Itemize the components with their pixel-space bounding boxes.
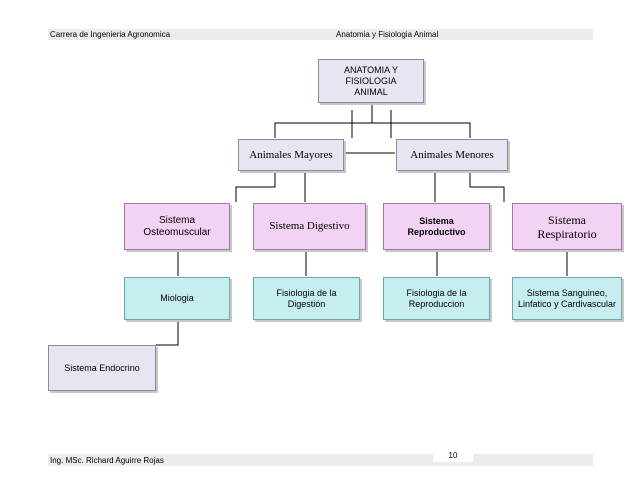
header-left: Carrera de Ingenieria Agronomica bbox=[50, 30, 171, 39]
page-header: Carrera de Ingenieria Agronomica Anatomi… bbox=[48, 29, 593, 40]
node-sistema-osteomuscular: Sistema Osteomuscular bbox=[124, 203, 230, 250]
connector-root-menores bbox=[371, 103, 471, 138]
node-sistema-endocrino: Sistema Endocrino bbox=[48, 345, 156, 391]
connector-menores-respiratorio bbox=[469, 171, 505, 202]
node-miologia: Miologia bbox=[124, 277, 230, 320]
page-number: 10 bbox=[433, 450, 473, 462]
node-anatomia-fisiologia: ANATOMIA Y FISIOLOGIA ANIMAL bbox=[318, 59, 424, 103]
footer-author: Ing. MSc. Richard Aguirre Rojas bbox=[50, 456, 164, 465]
page-footer: Ing. MSc. Richard Aguirre Rojas 10 bbox=[48, 450, 593, 466]
node-fisiologia-reproduccion: Fisiologia de la Reproduccion bbox=[383, 277, 490, 320]
header-right: Anatomia y Fisiologia Animal bbox=[336, 30, 439, 39]
connector-miologia-endocrino bbox=[156, 320, 179, 346]
connector-mayores-osteo bbox=[235, 171, 276, 202]
node-fisiologia-digestion: Fisiologia de la Digestión bbox=[253, 277, 360, 320]
node-sistema-respiratorio: Sistema Respiratorio bbox=[512, 203, 622, 250]
node-animales-mayores: Animales Mayores bbox=[238, 139, 344, 171]
node-animales-menores: Animales Menores bbox=[396, 139, 508, 171]
node-sistema-sanguineo: Sistema Sanguineo, Linfatico y Cardivasc… bbox=[512, 277, 622, 320]
connector-root-mayores bbox=[274, 103, 373, 138]
node-sistema-reproductivo: Sistema Reproductivo bbox=[383, 203, 490, 250]
node-sistema-digestivo: Sistema Digestivo bbox=[253, 203, 366, 250]
